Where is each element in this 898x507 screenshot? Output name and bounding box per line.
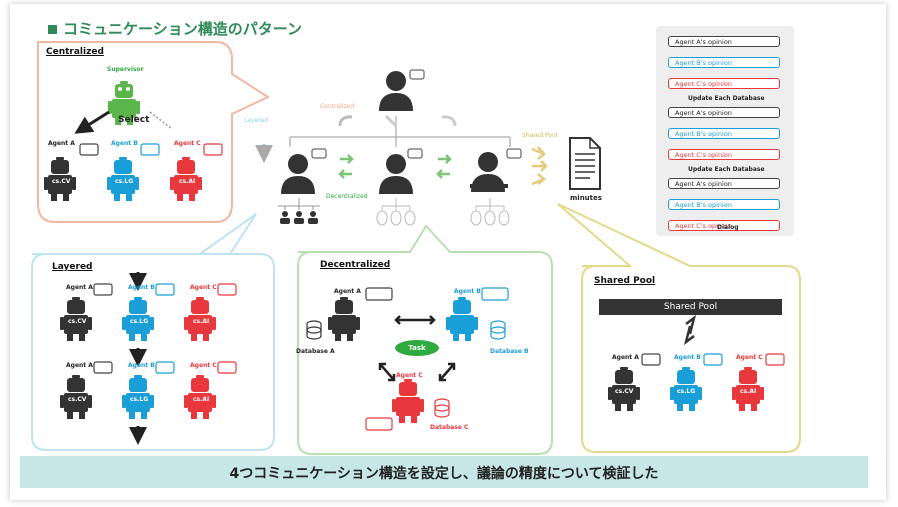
dialog-opinion-bubble: Agent B's opinion <box>668 128 780 139</box>
leader-person <box>379 71 413 111</box>
database-b-icon <box>490 320 506 340</box>
database-c-label: Database C <box>430 424 469 431</box>
centralized-curve-arrow <box>338 115 353 127</box>
dialog-opinion-bubble: Agent A's opinion <box>668 178 780 189</box>
dec-agent-a-name: Agent A <box>334 288 361 295</box>
dialog-opinion-bubble: Agent C's opinion <box>668 78 780 89</box>
dialog-update-label: Update Each Database <box>688 95 765 102</box>
layered-r1-model-a: cs.CV <box>68 318 87 325</box>
shared-pool-panel <box>557 203 801 453</box>
shared-pool-label: Shared Pool <box>594 276 656 286</box>
decentralized-subgroup <box>376 210 416 226</box>
dialog-opinion-bubble: Agent A's opinion <box>668 36 780 47</box>
center-decentralized-label: Decentralized <box>326 193 368 200</box>
database-b-label: Database B <box>490 348 529 355</box>
layered-r2-model-c: cs.AI <box>193 396 210 403</box>
database-c-icon <box>434 398 450 418</box>
center-centralized-label: Centralized <box>320 103 355 110</box>
layered-r2-model-a: cs.CV <box>68 396 87 403</box>
task-node: Task <box>395 340 439 356</box>
layered-r2-agent-b: Agent B <box>128 362 155 369</box>
agent-b-model: cs.LG <box>115 178 134 185</box>
shared-pool-subgroup <box>470 210 510 226</box>
shared-pool-sync-icon <box>683 314 697 346</box>
agent-b-name: Agent B <box>111 140 138 147</box>
supervisor-label: Supervisor <box>107 66 144 73</box>
dialog-opinion-bubble: Agent A's opinion <box>668 107 780 118</box>
dialog-opinion-bubble: Agent C's opinion <box>668 149 780 160</box>
agent-a-model: cs.CV <box>52 178 71 185</box>
agent-c-model: cs.AI <box>179 178 196 185</box>
select-arrow-c <box>149 111 173 130</box>
shared-pool-bar: Shared Pool <box>599 299 782 315</box>
layered-panel <box>31 213 275 451</box>
woman-person <box>379 154 413 194</box>
sp-agent-b-model: cs.LG <box>677 388 696 395</box>
layered-r1-agent-c: Agent C <box>190 284 217 291</box>
layered-r2-agent-a: Agent A <box>66 362 93 369</box>
page-title: コミュニケーション構造のパターン <box>48 18 302 39</box>
sp-agent-a-name: Agent A <box>612 354 639 361</box>
summary-text: 4つコミュニケーション構造を設定し、議論の精度について検証した <box>229 466 659 482</box>
agent-a-name: Agent A <box>48 140 75 147</box>
title-bullet <box>48 25 57 34</box>
layered-r1-model-b: cs.LG <box>130 318 149 325</box>
dec-agent-b-name: Agent B <box>454 288 481 295</box>
layered-r1-model-c: cs.AI <box>193 318 210 325</box>
select-arrow-a <box>74 110 110 134</box>
sp-agent-a-model: cs.CV <box>615 388 634 395</box>
dialog-opinion-bubble: Agent B's opinion <box>668 199 780 210</box>
layered-subgroup <box>280 211 318 224</box>
select-label: Select <box>118 115 150 125</box>
database-a-label: Database A <box>296 348 335 355</box>
dialog-opinion-bubble: Agent B's opinion <box>668 57 780 68</box>
layered-label: Layered <box>52 262 93 272</box>
centralized-panel <box>37 41 271 223</box>
center-shared-pool-label: Shared Pool <box>522 132 558 139</box>
shared-pool-arrows <box>531 146 548 186</box>
dec-agent-c-name: Agent C <box>396 372 423 379</box>
decentralized-label: Decentralized <box>320 260 391 270</box>
dialog-opinion-bubble: Agent C's opinion <box>668 220 780 231</box>
slide: コミュニケーション構造のパターン Centralized Supervisor … <box>10 4 886 500</box>
task-arrows <box>378 315 456 382</box>
sp-agent-c-model: cs.AI <box>740 388 757 395</box>
agent-c-name: Agent C <box>174 140 201 147</box>
centralized-label: Centralized <box>46 47 104 57</box>
layered-r1-agent-a: Agent A <box>66 284 93 291</box>
minutes-label: minutes <box>570 194 602 202</box>
dialog-update-label: Update Each Database <box>688 166 765 173</box>
database-a-icon <box>306 320 322 340</box>
sp-agent-c-name: Agent C <box>736 354 763 361</box>
center-layered-label: Layered <box>244 117 269 124</box>
minutes-document-icon <box>569 137 601 190</box>
dialog-label: Dialog <box>717 224 739 231</box>
layered-r2-model-b: cs.LG <box>130 396 149 403</box>
layered-r1-agent-b: Agent B <box>128 284 155 291</box>
sunglasses-person <box>281 154 315 194</box>
decentralized-arrows <box>338 154 452 179</box>
layered-r2-agent-c: Agent C <box>190 362 217 369</box>
title-text: コミュニケーション構造のパターン <box>63 20 302 38</box>
sp-agent-b-name: Agent B <box>674 354 701 361</box>
summary-banner: 4つコミュニケーション構造を設定し、議論の精度について検証した <box>20 456 868 488</box>
